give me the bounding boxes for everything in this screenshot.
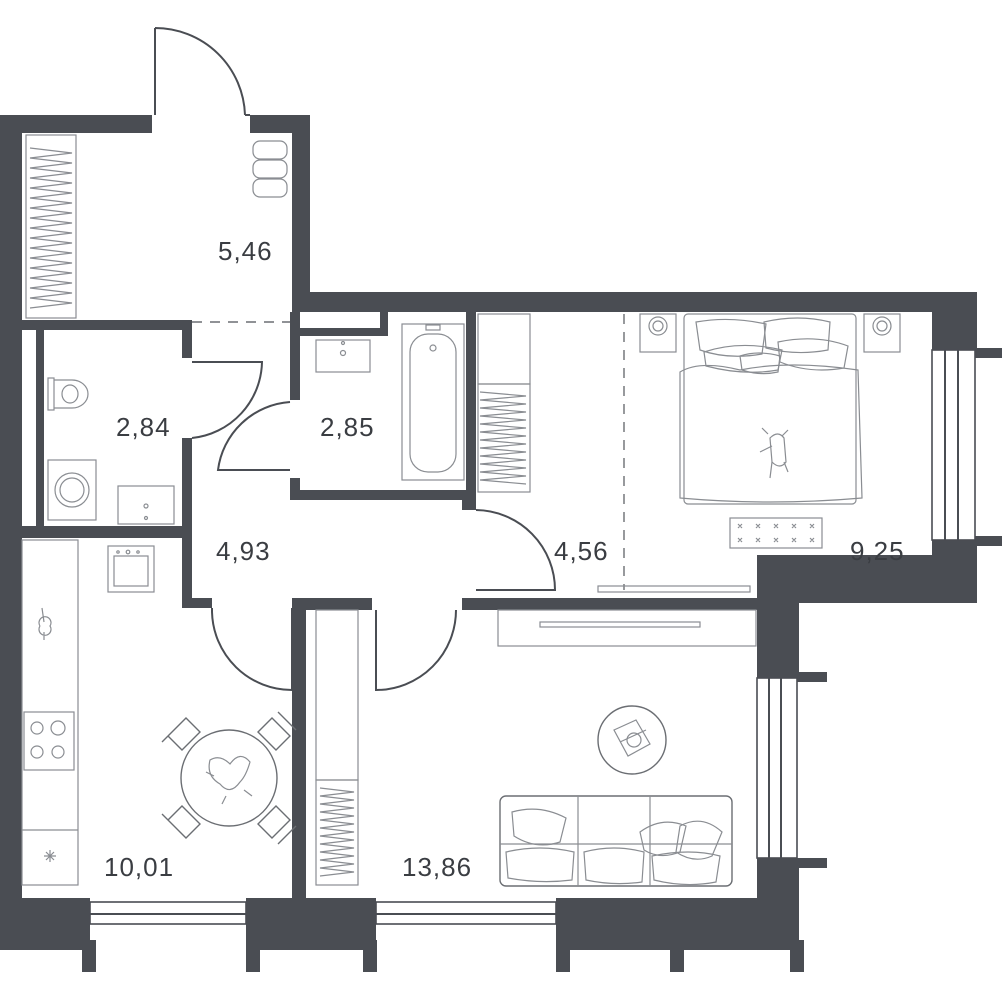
wall-bottom-stub4 <box>556 940 570 972</box>
kitchen-faucet <box>38 607 52 640</box>
wall-bottom-stub5 <box>670 940 684 972</box>
wall-bath-top-stub <box>380 312 388 336</box>
living-furniture <box>315 609 757 887</box>
kitchen-furniture <box>21 539 297 886</box>
wall-bottom-stub3 <box>363 940 377 972</box>
window-living-right <box>756 677 798 859</box>
wall-bottom <box>0 898 90 950</box>
wall-right-stub4 <box>797 858 827 868</box>
wall-right-top <box>932 292 977 350</box>
wardrobe-closet <box>477 313 531 493</box>
hall-wardrobe <box>25 134 77 319</box>
area-label-wardrobe: 4,56 <box>554 536 609 566</box>
area-label-kitchen: 10,01 <box>104 852 175 882</box>
sofa <box>499 795 733 887</box>
wall-bottom-stub6 <box>790 940 804 972</box>
door-wardrobe <box>475 509 557 591</box>
wall-left <box>0 115 22 905</box>
kitchen-sink <box>107 545 155 593</box>
area-label-bathroom: 2,85 <box>320 412 375 442</box>
wall-wardrobe-stub <box>462 500 476 510</box>
door-living <box>375 609 457 692</box>
bedroom-tv <box>597 585 751 593</box>
area-label-corridor: 4,93 <box>216 536 271 566</box>
area-label-hall: 5,46 <box>218 236 273 266</box>
living-closet <box>315 779 359 886</box>
wall-right-living <box>757 600 799 678</box>
kitchen-counter <box>21 539 79 886</box>
chair-nw <box>161 717 201 751</box>
wall-toilet-bottom <box>22 526 192 538</box>
door-kitchen <box>211 608 293 692</box>
wall-toilet-right-bottom <box>182 438 192 536</box>
living-shelf <box>315 609 359 781</box>
doors <box>154 27 625 692</box>
door-toilet <box>191 361 264 439</box>
wall-bath-left-top <box>290 312 300 400</box>
wall-top-left <box>0 115 152 133</box>
door-entrance <box>154 27 246 116</box>
chair-se <box>257 805 297 845</box>
bed <box>683 313 857 505</box>
window-bedroom <box>931 349 976 541</box>
wall-bottom-mid <box>246 898 376 950</box>
bedside-rug <box>729 517 823 549</box>
interior-walls <box>22 312 762 903</box>
area-label-bedroom: 9,25 <box>850 536 905 566</box>
chair-sw <box>161 805 201 839</box>
wall-bedroom-bottom-right <box>757 555 977 603</box>
door-bathroom <box>216 401 291 471</box>
bedroom-furniture <box>597 313 901 593</box>
wall-right-stub1 <box>975 348 1002 358</box>
wall-bath-top-inner <box>300 328 386 336</box>
wall-hall-right <box>292 115 310 310</box>
nightstand-right <box>863 313 901 353</box>
wall-living-left-top <box>292 598 372 610</box>
wall-bath-right <box>466 312 476 510</box>
bathroom-fixtures <box>315 323 465 481</box>
area-label-living: 13,86 <box>402 852 473 882</box>
wall-kitchen-right-top <box>182 538 192 606</box>
area-label-toilet: 2,84 <box>116 412 171 442</box>
toilet-fixtures <box>47 377 175 525</box>
wall-toilet-left <box>36 330 44 530</box>
wall-bottom-stub1 <box>82 940 96 972</box>
kitchen-cooktop <box>23 711 75 771</box>
wall-toilet-top <box>22 320 192 330</box>
wall-right-stub2 <box>975 536 1002 546</box>
wall-toilet-right-top <box>182 320 192 358</box>
living-tv-unit <box>497 609 757 647</box>
windows <box>89 349 976 925</box>
wall-kitchen-right <box>292 598 306 903</box>
chair-ne <box>257 711 297 751</box>
wall-bottom-stub2 <box>246 940 260 972</box>
wall-living-top <box>462 598 762 610</box>
wall-bath-bottom <box>290 490 475 500</box>
wall-bath-left-bottom <box>290 478 300 500</box>
hall-pouf <box>252 140 288 198</box>
exterior-walls <box>0 115 1002 972</box>
dining-table <box>180 729 278 827</box>
wall-top-right <box>292 292 977 312</box>
wall-right-living-bottom <box>757 858 799 900</box>
wall-kitchen-top-stub <box>182 598 212 608</box>
coffee-table <box>597 705 667 775</box>
wall-right-stub3 <box>797 672 827 682</box>
nightstand-left <box>639 313 677 353</box>
